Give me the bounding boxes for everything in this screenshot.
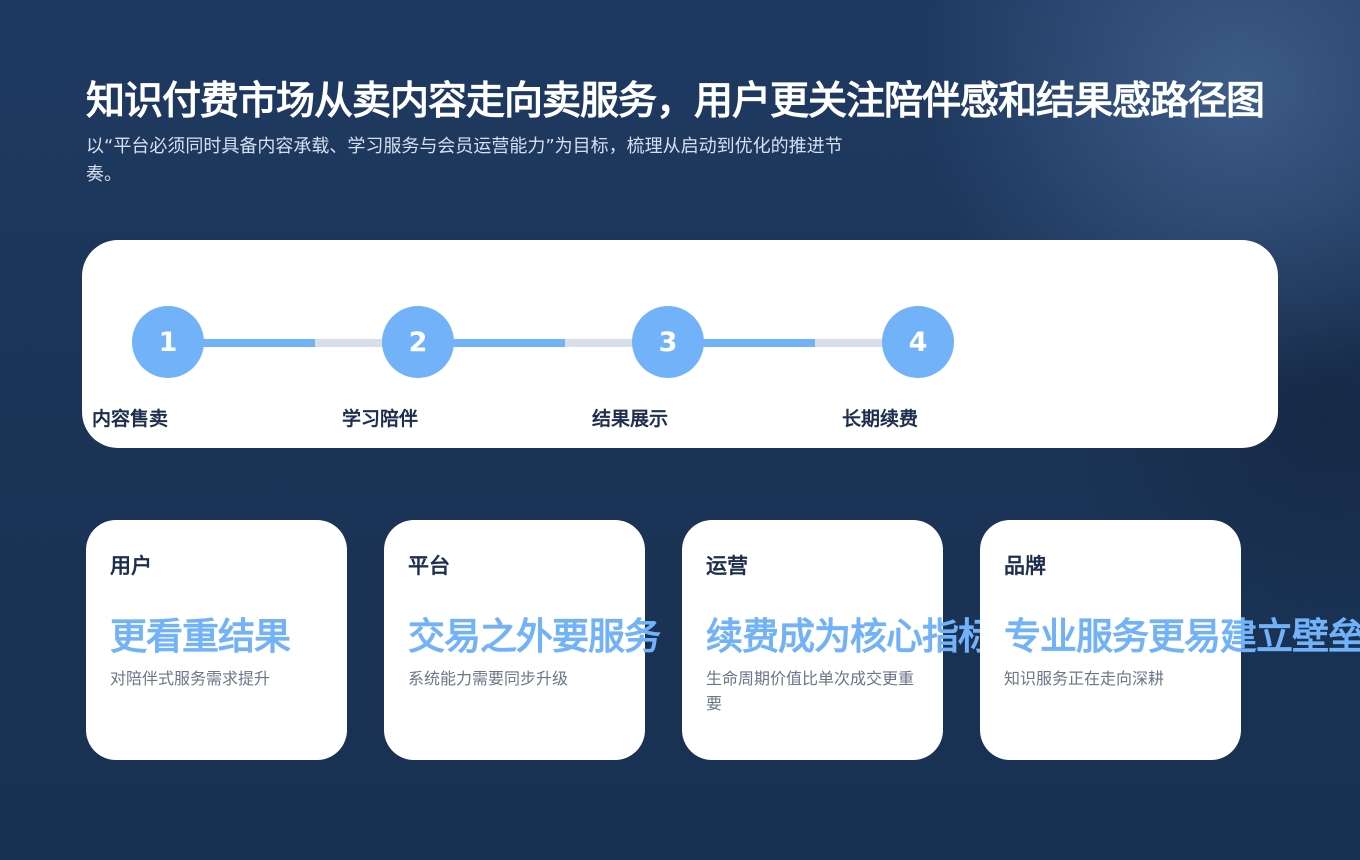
connector-progress: [183, 339, 315, 347]
card-description: 对陪伴式服务需求提升: [110, 669, 271, 688]
page-title: 知识付费市场从卖内容走向卖服务，用户更关注陪伴感和结果感路径图: [86, 79, 1265, 124]
connector-progress: [433, 339, 565, 347]
card-label: 平台: [408, 554, 450, 578]
insight-card-operations: 运营 续费成为核心指标 生命周期价值比单次成交更重要: [682, 520, 995, 760]
timeline-connector: [433, 339, 647, 347]
timeline-connector: [683, 339, 897, 347]
insight-card-platform: 平台 交易之外要服务 系统能力需要同步升级: [384, 520, 661, 760]
timeline-step-node: 3: [632, 306, 704, 378]
insight-card-brand: 品牌 专业服务更易建立壁垒 知识服务正在走向深耕: [980, 520, 1360, 760]
card-label: 品牌: [1004, 554, 1046, 578]
timeline-step-node: 1: [132, 306, 204, 378]
card-headline: 交易之外要服务: [408, 615, 661, 658]
timeline-step-node: 4: [882, 306, 954, 378]
card-headline: 专业服务更易建立壁垒: [1004, 615, 1360, 658]
timeline-step-label: 长期续费: [842, 408, 919, 430]
timeline-step-label: 结果展示: [592, 408, 669, 430]
card-label: 运营: [706, 554, 748, 578]
insight-card-user: 用户 更看重结果 对陪伴式服务需求提升: [86, 520, 347, 760]
card-description: 系统能力需要同步升级: [408, 669, 569, 688]
connector-progress: [683, 339, 815, 347]
timeline-step-label: 学习陪伴: [342, 408, 419, 430]
page-subtitle: 以“平台必须同时具备内容承载、学习服务与会员运营能力”为目标，梳理从启动到优化的…: [86, 136, 843, 185]
timeline-step-node: 2: [382, 306, 454, 378]
timeline-connector: [183, 339, 397, 347]
card-headline: 更看重结果: [110, 615, 291, 658]
card-label: 用户: [110, 554, 152, 578]
card-description: 生命周期价值比单次成交更重要: [706, 669, 915, 713]
card-description: 知识服务正在走向深耕: [1004, 669, 1165, 688]
card-headline: 续费成为核心指标: [706, 615, 995, 658]
timeline-panel: 1 2 3 4 内容售卖 学习陪伴 结果展示 长期续费: [82, 240, 1278, 448]
timeline-step-label: 内容售卖: [92, 408, 169, 430]
